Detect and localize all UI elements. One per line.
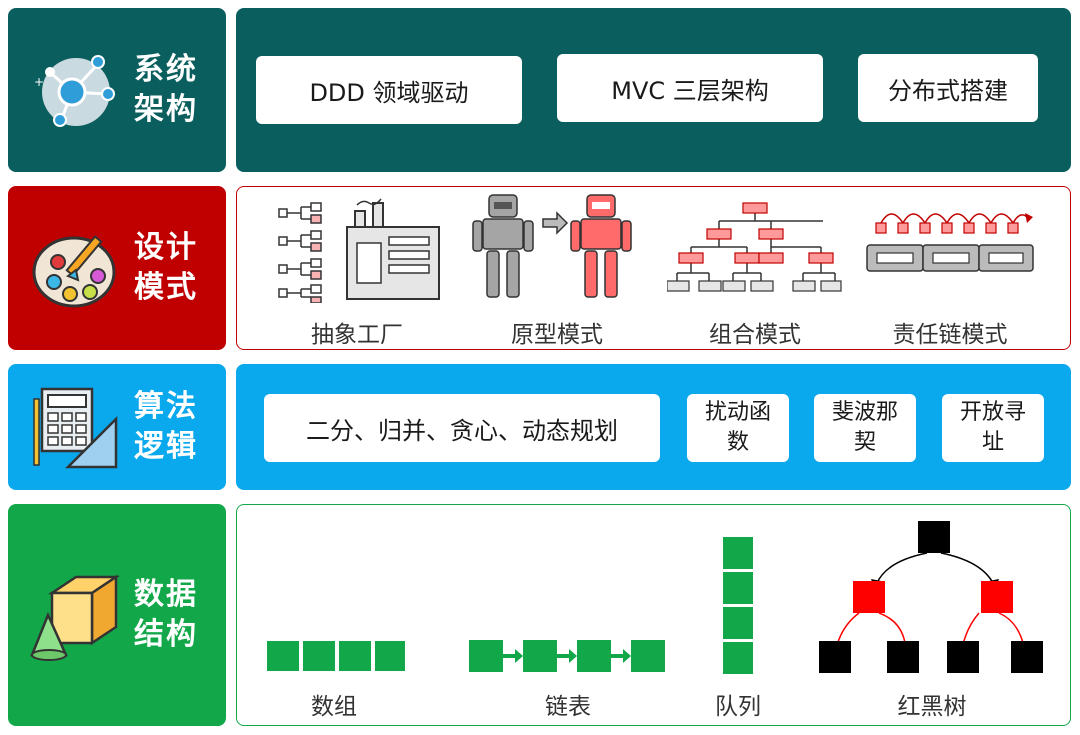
item-open-addressing: 开放寻址 bbox=[942, 394, 1044, 462]
label-algorithms: 算法逻辑 bbox=[134, 389, 198, 464]
caption-chain-of-responsibility: 责任链模式 bbox=[892, 322, 1008, 348]
label-design-patterns: 设计模式 bbox=[134, 230, 198, 305]
chain-icon bbox=[866, 213, 1034, 272]
content-design-patterns: 抽象工厂 原型模式 组合模式 责任链模式 bbox=[236, 186, 1071, 350]
cube-cone-icon bbox=[30, 574, 121, 661]
item-distributed: 分布式搭建 bbox=[858, 54, 1038, 122]
label-system-architecture: 系统架构 bbox=[134, 52, 198, 127]
caption-linked-list: 链表 bbox=[545, 694, 591, 720]
caption-composite: 组合模式 bbox=[709, 322, 801, 348]
item-fibonacci: 斐波那契 bbox=[814, 394, 916, 462]
red-black-tree-diagram bbox=[819, 521, 1043, 673]
factory-icon bbox=[278, 198, 440, 303]
item-mvc: MVC 三层架构 bbox=[557, 54, 823, 122]
label-data-structures: 数据结构 bbox=[134, 577, 198, 652]
svg-text:+: + bbox=[34, 75, 44, 89]
robots-icon bbox=[472, 194, 632, 298]
palette-icon bbox=[32, 235, 116, 308]
caption-prototype: 原型模式 bbox=[511, 322, 603, 348]
array-diagram bbox=[265, 639, 407, 673]
caption-red-black-tree: 红黑树 bbox=[897, 694, 967, 720]
item-ddd: DDD 领域驱动 bbox=[256, 56, 522, 124]
label-box-system-architecture: + 系统架构 bbox=[8, 8, 226, 172]
label-box-design-patterns: 设计模式 bbox=[8, 186, 226, 350]
caption-array: 数组 bbox=[311, 694, 357, 720]
label-box-data-structures: 数据结构 bbox=[8, 504, 226, 726]
composite-tree-icon bbox=[667, 202, 842, 292]
network-nodes-icon: + bbox=[34, 55, 115, 127]
item-perturbation-function: 扰动函数 bbox=[687, 394, 789, 462]
queue-diagram bbox=[721, 535, 755, 676]
content-system-architecture: DDD 领域驱动 MVC 三层架构 分布式搭建 bbox=[236, 8, 1071, 172]
content-algorithms: 二分、归并、贪心、动态规划 扰动函数 斐波那契 开放寻址 bbox=[236, 364, 1071, 490]
item-classic-algorithms: 二分、归并、贪心、动态规划 bbox=[264, 394, 660, 462]
caption-abstract-factory: 抽象工厂 bbox=[311, 322, 403, 348]
calculator-ruler-icon bbox=[33, 387, 118, 469]
linked-list-diagram bbox=[469, 640, 665, 672]
content-data-structures: 数组 链表 队列 红黑树 bbox=[236, 504, 1071, 726]
label-box-algorithms: 算法逻辑 bbox=[8, 364, 226, 490]
caption-queue: 队列 bbox=[715, 694, 761, 720]
